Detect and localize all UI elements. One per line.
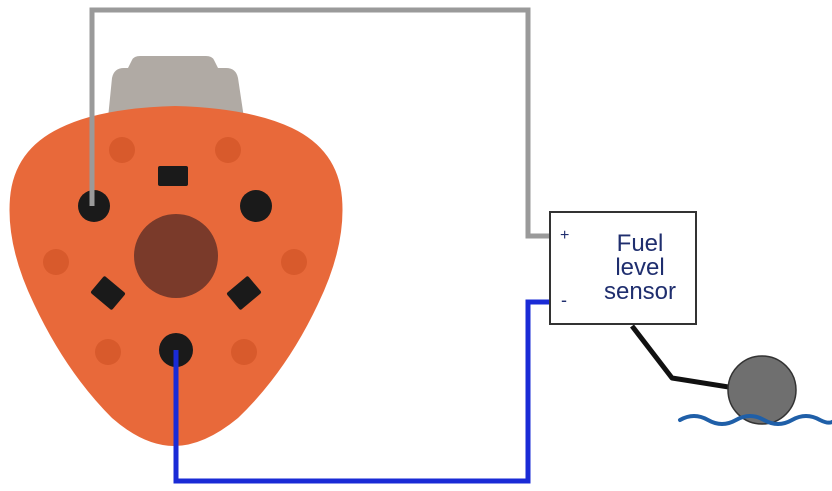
connector-molded-dots bbox=[43, 137, 307, 365]
sensor-minus-label: - bbox=[561, 290, 567, 310]
connector-center-cavity bbox=[134, 214, 218, 298]
float-ball-icon bbox=[727, 355, 797, 425]
sensor-title-line-2: level bbox=[615, 254, 664, 281]
pin-hole-unused bbox=[240, 190, 272, 222]
sensor-box bbox=[549, 211, 697, 325]
sensor-plus-label: + bbox=[560, 227, 569, 244]
sensor-title-line-3: sensor bbox=[604, 278, 676, 305]
connector-latch bbox=[108, 56, 244, 118]
positive-wire bbox=[89, 7, 552, 239]
sensor-title-line-1: Fuel bbox=[617, 230, 664, 257]
fuel-level-sensor: + - Fuel level sensor bbox=[549, 211, 697, 325]
water-wave-icon bbox=[678, 414, 832, 426]
negative-wire bbox=[173, 299, 552, 484]
connector-slots bbox=[91, 166, 261, 310]
